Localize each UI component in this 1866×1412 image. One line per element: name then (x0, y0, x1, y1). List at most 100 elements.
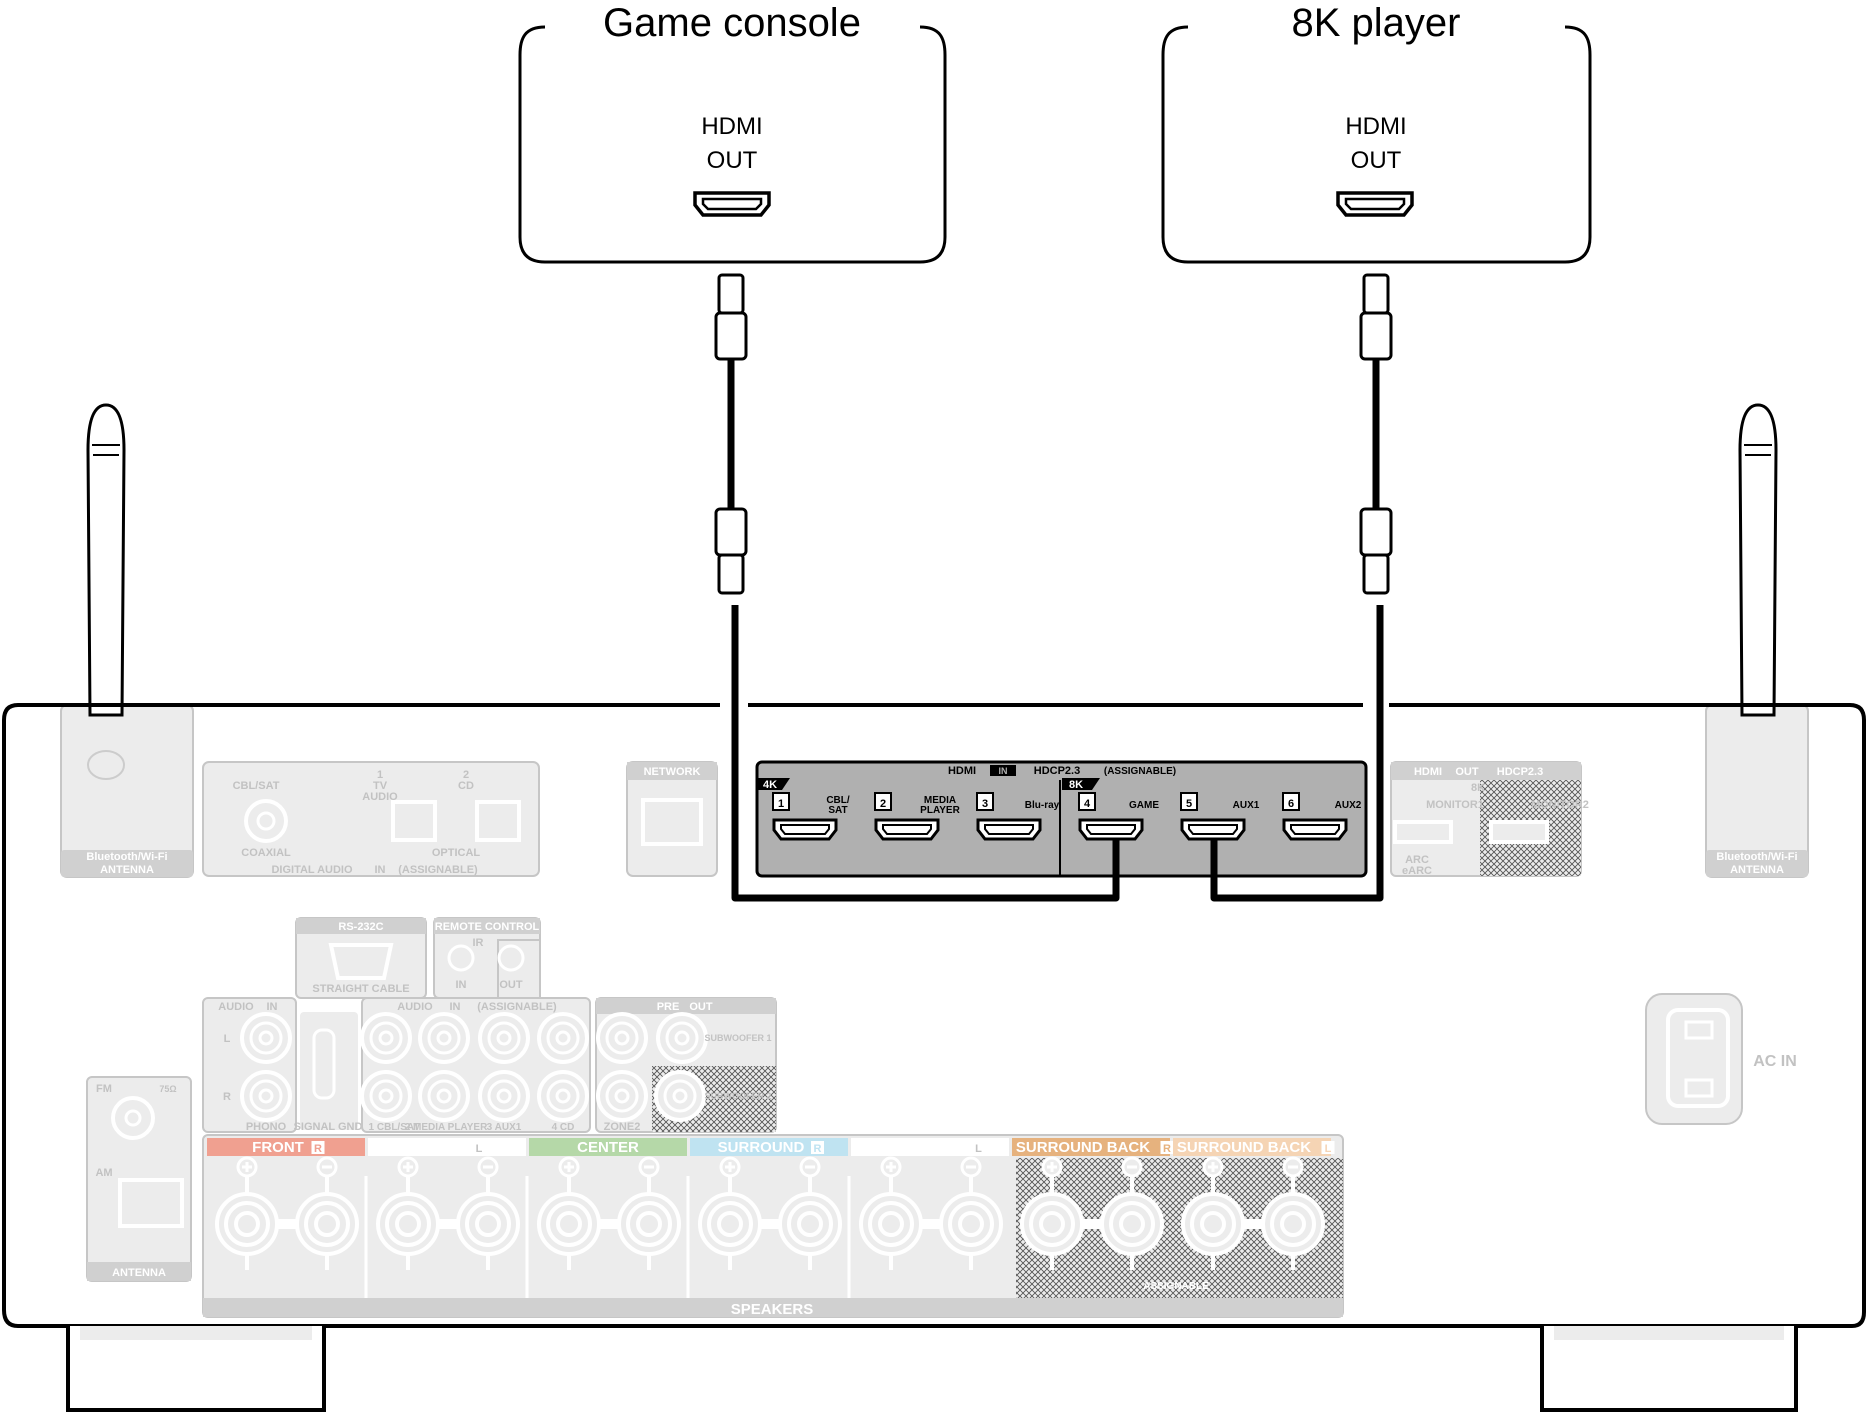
speaker-side-letter: R (314, 1143, 322, 1155)
speaker-terminal-minus[interactable] (778, 1192, 842, 1256)
speaker-side-box (311, 1141, 325, 1154)
digital-audio-footer: DIGITAL AUDIO (271, 864, 353, 876)
speaker-channel-name: SURROUND BACK (1016, 1139, 1150, 1156)
hdmi-in-port-label: AUX2 (1335, 800, 1362, 811)
speaker-terminal-plus[interactable] (698, 1192, 762, 1256)
speaker-terminal-pair[interactable] (698, 1156, 842, 1270)
audio-phono-l: L (224, 1033, 231, 1045)
subwoofer2-label: SUBWOOFER 2 (704, 1091, 771, 1101)
hdmi-in-socket[interactable] (1282, 818, 1348, 841)
hdmi-in-port-number: 1 (778, 798, 784, 810)
hdmi-in-port-number: 5 (1186, 798, 1192, 810)
speaker-terminal-plus[interactable] (1020, 1192, 1084, 1256)
speakers-footer-label: SPEAKERS (731, 1301, 814, 1318)
hdmi-in-assignable: (ASSIGNABLE) (1104, 766, 1176, 777)
speaker-terminal-pair[interactable] (859, 1156, 1003, 1270)
digital-audio-assign: (ASSIGNABLE) (398, 864, 478, 876)
hdmi-in-port-6[interactable]: 6 AUX2 (1282, 792, 1362, 841)
ac-in-panel: AC IN (1645, 993, 1797, 1125)
speaker-side-box (972, 1141, 985, 1154)
hdmi-in-port-num-box (1180, 792, 1198, 811)
speaker-terminal-pair[interactable] (1020, 1156, 1164, 1270)
hdmi-in-port-number: 3 (982, 798, 988, 810)
hdmi-cable-game[interactable] (714, 273, 748, 595)
arc-label: ARC (1405, 854, 1429, 866)
speaker-terminal-plus[interactable] (537, 1192, 601, 1256)
audio-phono-title: AUDIO (218, 1001, 254, 1013)
hdmi-in-hdcp: HDCP2.3 (1034, 765, 1080, 777)
speaker-side-letter: R (1163, 1143, 1171, 1155)
remote-ir-label: IR (473, 937, 484, 949)
network-label: NETWORK (644, 766, 701, 778)
speaker-channel-name: SURROUND BACK (1177, 1139, 1311, 1156)
game-console-hdmi-out-port[interactable] (693, 191, 771, 217)
hdmi-in-port-4[interactable]: 4 GAME (1078, 792, 1159, 841)
pre-out-title: PRE (657, 1001, 680, 1013)
optical-cd-num: 2 (463, 769, 469, 781)
hdmi-in-socket[interactable] (772, 818, 838, 841)
hdmi-in-socket[interactable] (976, 818, 1042, 841)
speaker-channel-3: CENTER (529, 1138, 687, 1156)
hdmi-in-port-label-2: PLAYER (920, 805, 960, 816)
speaker-terminal-plus[interactable] (859, 1192, 923, 1256)
speaker-terminal-minus[interactable] (295, 1192, 359, 1256)
speaker-terminal-pair[interactable] (1181, 1156, 1325, 1270)
hdmi-in-port-number: 6 (1288, 798, 1294, 810)
tuner-antenna-panel: FM 75Ω AM ANTENNA (86, 1076, 192, 1282)
speaker-side-box (1160, 1141, 1174, 1154)
hdmi-in-socket[interactable] (874, 818, 940, 841)
subwoofer1-label: SUBWOOFER 1 (704, 1033, 771, 1043)
speaker-terminal-plus[interactable] (376, 1192, 440, 1256)
speaker-channel-name: FRONT (413, 1139, 465, 1156)
hdmi-cable-game-route (731, 605, 1120, 902)
hdmi-in-port-number: 4 (1084, 798, 1091, 810)
audio-assign-title: AUDIO (397, 1001, 433, 1013)
hdmi-in-port-label: MEDIA (924, 795, 956, 806)
optical-cd-label: CD (458, 780, 474, 792)
hdmi-in-port-label: GAME (1129, 800, 1159, 811)
monitor2-label: MONITOR2 (1531, 799, 1589, 811)
speaker-channel-header (851, 1138, 1009, 1156)
8k-player-title: 8K player (1292, 1, 1461, 45)
rs232c-panel: RS-232C STRAIGHT CABLE (295, 917, 427, 999)
speaker-terminal-minus[interactable] (1261, 1192, 1325, 1256)
speaker-terminal-minus[interactable] (939, 1192, 1003, 1256)
remote-out-label: OUT (499, 979, 523, 991)
hdmi-in-socket[interactable] (1078, 818, 1144, 841)
speaker-channel-header (1012, 1138, 1170, 1156)
8k-player-port-label-2: OUT (1351, 147, 1402, 174)
hdmi-in-port-num-box (874, 792, 892, 811)
audio-assign-p2: 2 MEDIA PLAYER (405, 1122, 488, 1133)
hdmi-out-header: HDMI (1414, 766, 1442, 778)
remote-label: REMOTE CONTROL (435, 921, 540, 933)
audio-assign-p1: 1 CBL/SAT (369, 1122, 420, 1133)
speaker-terminal-plus[interactable] (215, 1192, 279, 1256)
digital-audio-in-badge: IN (375, 864, 386, 876)
speaker-terminal-pair[interactable] (537, 1156, 681, 1270)
speaker-terminal-minus[interactable] (456, 1192, 520, 1256)
antenna-right-label-1: Bluetooth/Wi-Fi (1716, 851, 1797, 863)
speaker-terminal-plus[interactable] (1181, 1192, 1245, 1256)
hdmi-cable-8k[interactable] (1359, 273, 1393, 595)
game-console-title: Game console (603, 1, 861, 45)
hdmi-out-8k: 8K (1471, 782, 1485, 794)
speaker-side-letter: L (476, 1143, 483, 1155)
digital-audio-panel: CBL/SAT 1 TV AUDIO 2 CD COAXIAL OPTICAL … (202, 761, 540, 877)
badge-8k: 8K (1069, 779, 1083, 791)
antenna-left-label-1: Bluetooth/Wi-Fi (86, 851, 167, 863)
speaker-terminal-minus[interactable] (617, 1192, 681, 1256)
speaker-terminal-minus[interactable] (1100, 1192, 1164, 1256)
8k-player-hdmi-out-port[interactable] (1336, 191, 1414, 217)
hdmi-in-socket[interactable] (1180, 818, 1246, 841)
speaker-channel-name: FRONT (252, 1139, 304, 1156)
speaker-terminal-pair[interactable] (376, 1156, 520, 1270)
speaker-terminal-pair[interactable] (215, 1156, 359, 1270)
remote-in-label: IN (456, 979, 467, 991)
